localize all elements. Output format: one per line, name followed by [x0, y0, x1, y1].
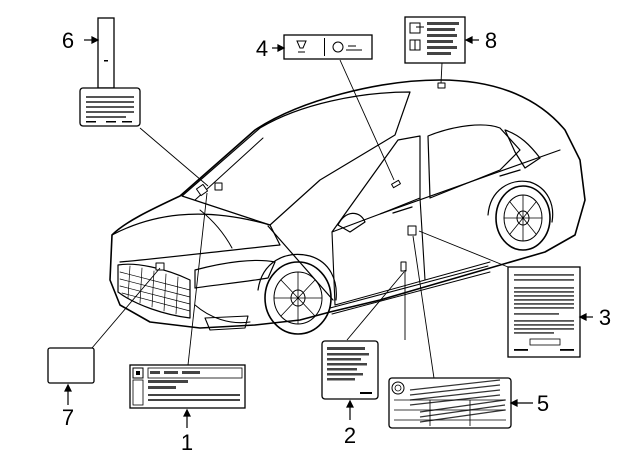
label-5-tire-pressure: [388, 377, 512, 429]
callout-6: 6: [62, 28, 74, 53]
label-2-tire-info: [321, 340, 379, 400]
callout-8: 8: [485, 28, 497, 53]
callout-5: 5: [537, 391, 549, 416]
label-8-fuel-info: [404, 16, 466, 64]
label-1-vehicle-emission: [129, 364, 246, 409]
child-seat-icon: [332, 41, 344, 53]
airbag-warning-icon: [296, 40, 307, 53]
callout-4: 4: [256, 36, 268, 61]
front-wheel: [264, 261, 332, 335]
label-4-airbag-warning: [283, 34, 373, 60]
leader-lines: [91, 59, 509, 386]
callout-1: 1: [181, 430, 193, 455]
callout-3: 3: [599, 305, 611, 330]
label-3-certification: [507, 266, 581, 358]
label-6-fan-caution-tag: [79, 17, 141, 127]
car-illustration: [109, 79, 586, 335]
callout-2: 2: [344, 423, 356, 448]
tire-icon: [391, 381, 405, 395]
label-7-blank: [47, 347, 95, 384]
book-icon: [409, 39, 421, 51]
fuel-pump-icon: [409, 22, 424, 34]
rear-wheel: [495, 185, 551, 251]
callout-7: 7: [62, 405, 74, 430]
callout-arrows: [64, 36, 593, 428]
